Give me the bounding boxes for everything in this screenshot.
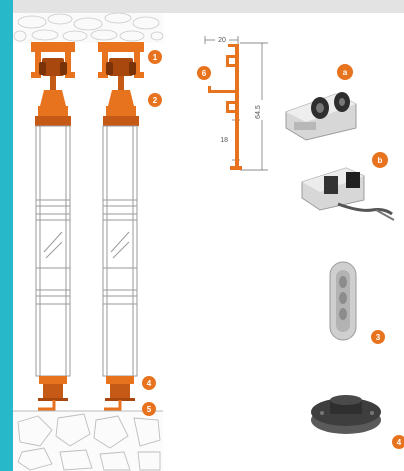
callout-badge-1: 1 bbox=[148, 50, 162, 64]
ceiling-texture bbox=[13, 12, 164, 43]
roller-carriage-with-cable-icon bbox=[301, 167, 395, 221]
roller-carriage-icon bbox=[285, 92, 357, 141]
svg-text:3: 3 bbox=[376, 333, 381, 342]
svg-text:1: 1 bbox=[153, 53, 158, 62]
top-gray-band bbox=[13, 0, 404, 13]
svg-text:a: a bbox=[343, 68, 348, 77]
svg-text:4: 4 bbox=[397, 438, 402, 447]
dim-width-label: 20 bbox=[218, 37, 226, 44]
dim-offset-label: 18 bbox=[220, 137, 228, 144]
callout-badge-5: 5 bbox=[142, 402, 156, 416]
floor-guide bbox=[39, 376, 67, 384]
floor-guide-icon bbox=[311, 395, 381, 434]
left-door-assembly bbox=[31, 42, 75, 411]
callout-badge-2: 2 bbox=[148, 93, 162, 107]
track-profile-detail: 20 64.5 18 6 bbox=[197, 36, 268, 171]
floor-texture bbox=[13, 410, 163, 471]
floor-guide bbox=[106, 376, 134, 384]
right-door-assembly bbox=[98, 42, 144, 411]
svg-text:b: b bbox=[378, 156, 383, 165]
svg-text:4: 4 bbox=[147, 379, 152, 388]
floor-bracket bbox=[38, 400, 56, 411]
callout-badge-b: b bbox=[372, 152, 388, 168]
dim-height-label: 64.5 bbox=[255, 105, 262, 119]
svg-text:5: 5 bbox=[147, 405, 152, 414]
callout-badge-4b: 4 bbox=[392, 435, 404, 449]
callout-badge-3: 3 bbox=[371, 330, 385, 344]
roller-carriage bbox=[39, 58, 67, 90]
flush-pull-handle-icon bbox=[329, 261, 357, 341]
cyan-edge-strip bbox=[0, 0, 13, 471]
floor-bracket bbox=[104, 400, 122, 411]
svg-text:2: 2 bbox=[153, 96, 158, 105]
top-track-profile bbox=[31, 42, 75, 52]
callout-badge-a: a bbox=[337, 64, 353, 80]
callout-badge-6: 6 bbox=[202, 69, 207, 78]
roller-carriage bbox=[106, 58, 136, 90]
callout-badge-4: 4 bbox=[142, 376, 156, 390]
top-track-profile bbox=[98, 42, 144, 52]
